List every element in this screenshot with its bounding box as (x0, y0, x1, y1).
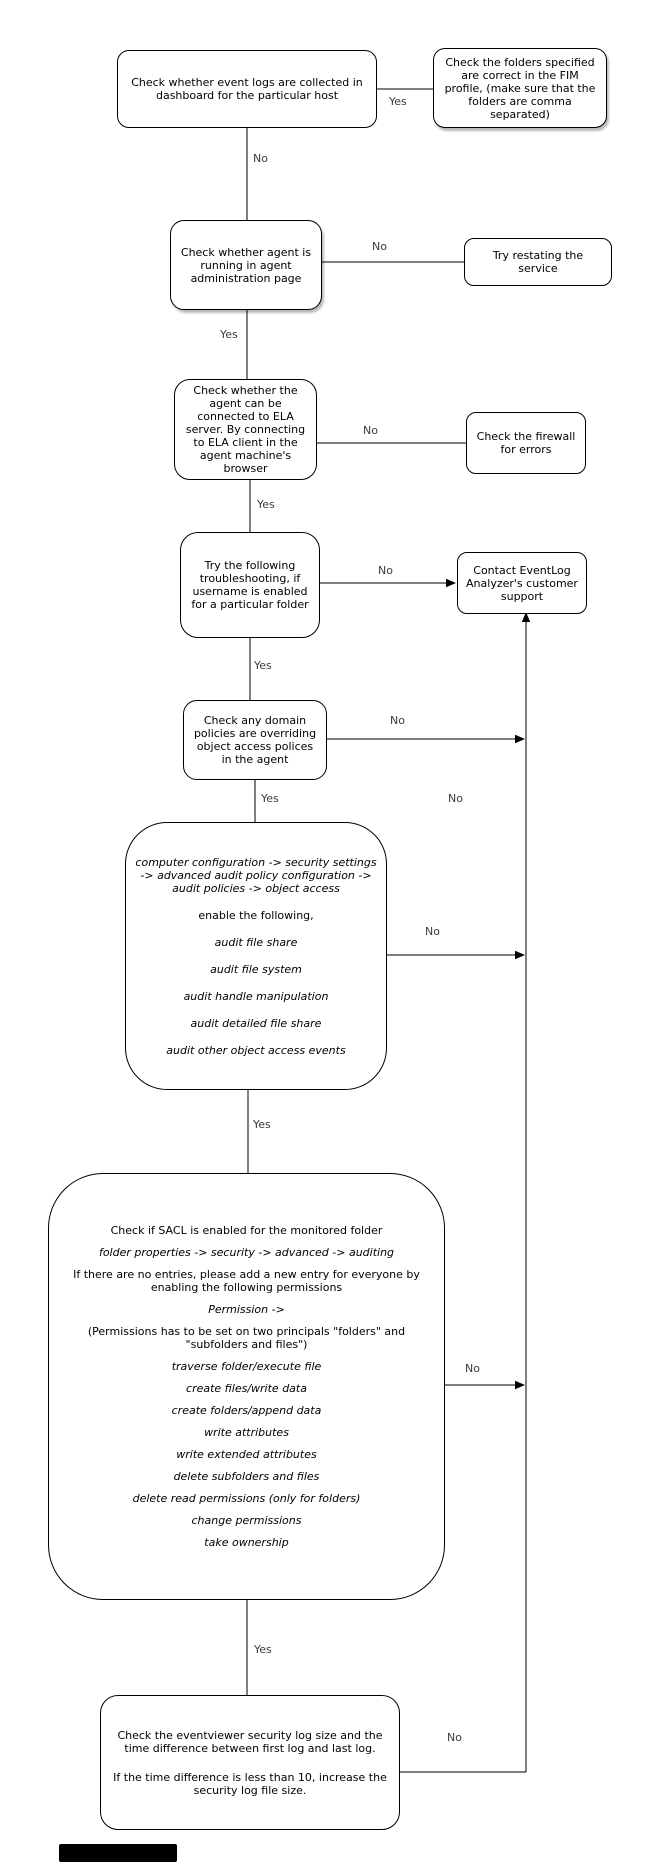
node-text-line: folder properties -> security -> advance… (98, 1246, 395, 1259)
node-text-line: audit handle manipulation (183, 989, 329, 1003)
edge-label-yes: Yes (252, 1118, 272, 1131)
edge-label-yes: Yes (253, 1643, 273, 1656)
edge-label-no: No (464, 1362, 481, 1375)
edge-label-yes: Yes (253, 659, 273, 672)
node-text-line: Check if SACL is enabled for the monitor… (110, 1224, 383, 1237)
flow-end-bar (59, 1844, 177, 1862)
node-audit-policy-settings: computer configuration -> security setti… (125, 822, 387, 1090)
node-text-line: If the time difference is less than 10, … (113, 1770, 387, 1797)
node-text: Check the firewall for errors (476, 430, 576, 456)
node-text-line: computer configuration -> security setti… (135, 855, 377, 895)
edge-label-yes: Yes (219, 328, 239, 341)
arrowhead-f-to-rail (515, 734, 525, 744)
node-text-line: write extended attributes (176, 1448, 317, 1461)
node-event-logs-collected: Check whether event logs are collected i… (117, 50, 377, 128)
node-text-line: If there are no entries, please add a ne… (73, 1268, 420, 1294)
edge-label-no: No (377, 564, 394, 577)
node-text-line: create folders/append data (171, 1404, 322, 1417)
node-text-line: audit file system (210, 962, 302, 976)
node-text: Check any domain policies are overriding… (193, 714, 317, 766)
node-security-log-size: Check the eventviewer security log size … (100, 1695, 400, 1830)
node-agent-connect-ela: Check whether the agent can be connected… (174, 379, 317, 480)
node-text-line: delete subfolders and files (173, 1470, 320, 1483)
node-text-line: delete read permissions (only for folder… (132, 1492, 361, 1505)
edge-label-no: No (252, 152, 269, 165)
node-check-fim-folders: Check the folders specified are correct … (433, 48, 607, 128)
node-restart-service: Try restating the service (464, 238, 612, 286)
edge-label-no: No (362, 424, 379, 437)
node-text: Check whether the agent can be connected… (185, 384, 306, 475)
node-text-line: take ownership (204, 1536, 289, 1549)
edge-label-yes: Yes (256, 498, 276, 511)
node-text-line: audit other object access events (166, 1043, 346, 1057)
edge-label-no: No (447, 792, 464, 805)
edge-label-no: No (446, 1731, 463, 1744)
node-sacl-permissions: Check if SACL is enabled for the monitor… (48, 1173, 445, 1600)
arrowhead-d-to-e (446, 578, 456, 588)
node-text-line: change permissions (191, 1514, 302, 1527)
node-text: Try the following troubleshooting, if us… (191, 559, 309, 611)
node-text-line: write attributes (204, 1426, 289, 1439)
node-text: Contact EventLog Analyzer's customer sup… (466, 563, 578, 603)
node-check-firewall: Check the firewall for errors (466, 412, 586, 474)
node-text: Check the folders specified are correct … (444, 55, 596, 121)
node-text-line: audit detailed file share (190, 1016, 322, 1030)
node-text-line: audit file share (214, 935, 298, 949)
arrowhead-rail-to-e (521, 612, 531, 622)
node-text-line: Check the eventviewer security log size … (117, 1728, 383, 1755)
node-text-line: Permission -> (208, 1303, 285, 1316)
node-domain-policies: Check any domain policies are overriding… (183, 700, 327, 780)
edge-label-yes: Yes (260, 792, 280, 805)
node-text-line: traverse folder/execute file (171, 1360, 322, 1373)
node-try-troubleshooting: Try the following troubleshooting, if us… (180, 532, 320, 638)
arrowhead-g-to-rail (515, 950, 525, 960)
edge-label-no: No (371, 240, 388, 253)
node-agent-running: Check whether agent is running in agent … (170, 220, 322, 310)
node-text: Check whether agent is running in agent … (180, 245, 312, 285)
node-text-line: enable the following, (198, 908, 314, 922)
edge-label-no: No (389, 714, 406, 727)
edge-label-yes: Yes (388, 95, 408, 108)
node-text-line: (Permissions has to be set on two princi… (87, 1325, 406, 1351)
node-contact-support: Contact EventLog Analyzer's customer sup… (457, 552, 587, 614)
arrowhead-h-to-rail (515, 1380, 525, 1390)
node-text: Try restating the service (492, 249, 584, 275)
node-text: Check whether event logs are collected i… (131, 76, 363, 102)
edge-label-no: No (424, 925, 441, 938)
node-text-line: create files/write data (186, 1382, 307, 1395)
